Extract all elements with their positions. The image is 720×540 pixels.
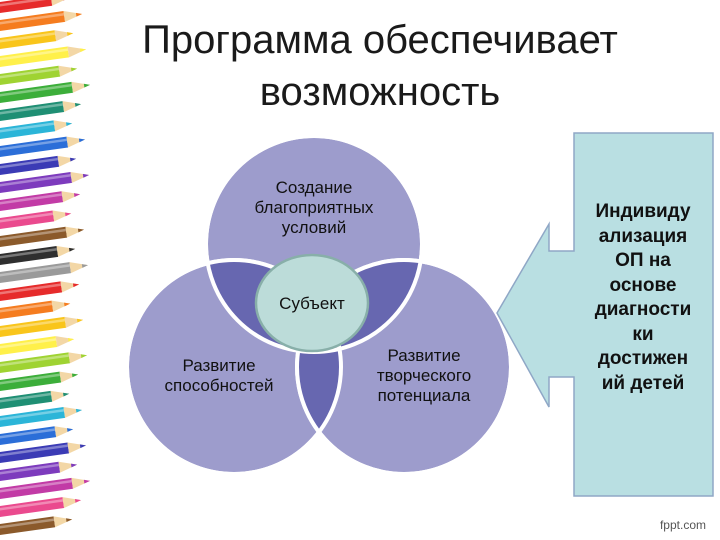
pencil	[0, 226, 85, 248]
pencil	[0, 316, 84, 338]
pencil	[0, 0, 70, 14]
pencil	[0, 172, 90, 194]
watermark: fppt.com	[659, 518, 706, 532]
venn-circle-right-outline	[295, 258, 513, 476]
pencil	[0, 120, 73, 140]
pencil-border-decoration	[0, 0, 91, 536]
pencil	[0, 336, 75, 356]
venn-right-label: Развитие творческого потенциала	[356, 346, 492, 406]
venn-circle-left-outline	[125, 258, 343, 476]
pencil	[0, 426, 74, 446]
pencil	[0, 30, 74, 50]
pencil	[0, 155, 77, 176]
pencil	[0, 65, 78, 86]
pencil	[0, 46, 87, 68]
venn-top-line-1: Создание	[275, 178, 353, 197]
pencil	[0, 497, 82, 518]
slide-title: Программа обеспечивает возможность	[100, 14, 660, 118]
venn-left-line-2: способностей	[164, 376, 274, 395]
pencil	[0, 281, 80, 302]
pencil	[0, 300, 71, 320]
pencil	[0, 516, 73, 536]
pencil	[0, 477, 91, 500]
venn-left-label: Развитие способностей	[144, 356, 294, 396]
venn-right-line-1: Развитие	[387, 346, 461, 365]
title-line-2: возможность	[259, 70, 501, 114]
pencil	[0, 442, 87, 464]
pencil	[0, 352, 88, 374]
callout-line-6: ки	[632, 323, 654, 345]
callout-line-2: ализация	[598, 225, 688, 247]
title-line-1: Программа обеспечивает	[142, 18, 618, 62]
pencil	[0, 210, 72, 230]
venn-center-ellipse	[254, 253, 370, 353]
callout-arrow-shape	[496, 132, 714, 497]
callout-text: Индивиду ализация ОП на основе диагности…	[572, 200, 714, 396]
callout-line-3: ОП на	[615, 250, 671, 271]
callout-line-5: диагности	[594, 299, 692, 320]
callout-line-8: ий детей	[601, 372, 685, 394]
callout-line-4: основе	[609, 274, 677, 296]
venn-top-line-2: благоприятных	[254, 198, 374, 217]
pencil	[0, 461, 78, 482]
pencil	[0, 136, 86, 158]
callout-line-7: достижен	[597, 348, 689, 369]
pencil	[0, 191, 81, 212]
venn-top-label: Создание благоприятных условий	[234, 178, 394, 238]
venn-right-line-3: потенциала	[377, 386, 471, 405]
callout-line-1: Индивиду	[595, 201, 691, 222]
venn-center-label: Субъект	[262, 294, 362, 314]
pencil	[0, 407, 83, 428]
venn-left-line-1: Развитие	[182, 356, 256, 375]
pencil	[0, 245, 76, 266]
pencil	[0, 262, 89, 284]
pencil	[0, 81, 91, 104]
venn-top-line-3: условий	[281, 218, 347, 237]
pencil	[0, 11, 83, 32]
venn-center-text: Субъект	[279, 294, 345, 313]
pencil	[0, 390, 70, 410]
pencil	[0, 101, 82, 122]
venn-right-line-2: творческого	[376, 366, 472, 385]
pencil	[0, 371, 79, 392]
